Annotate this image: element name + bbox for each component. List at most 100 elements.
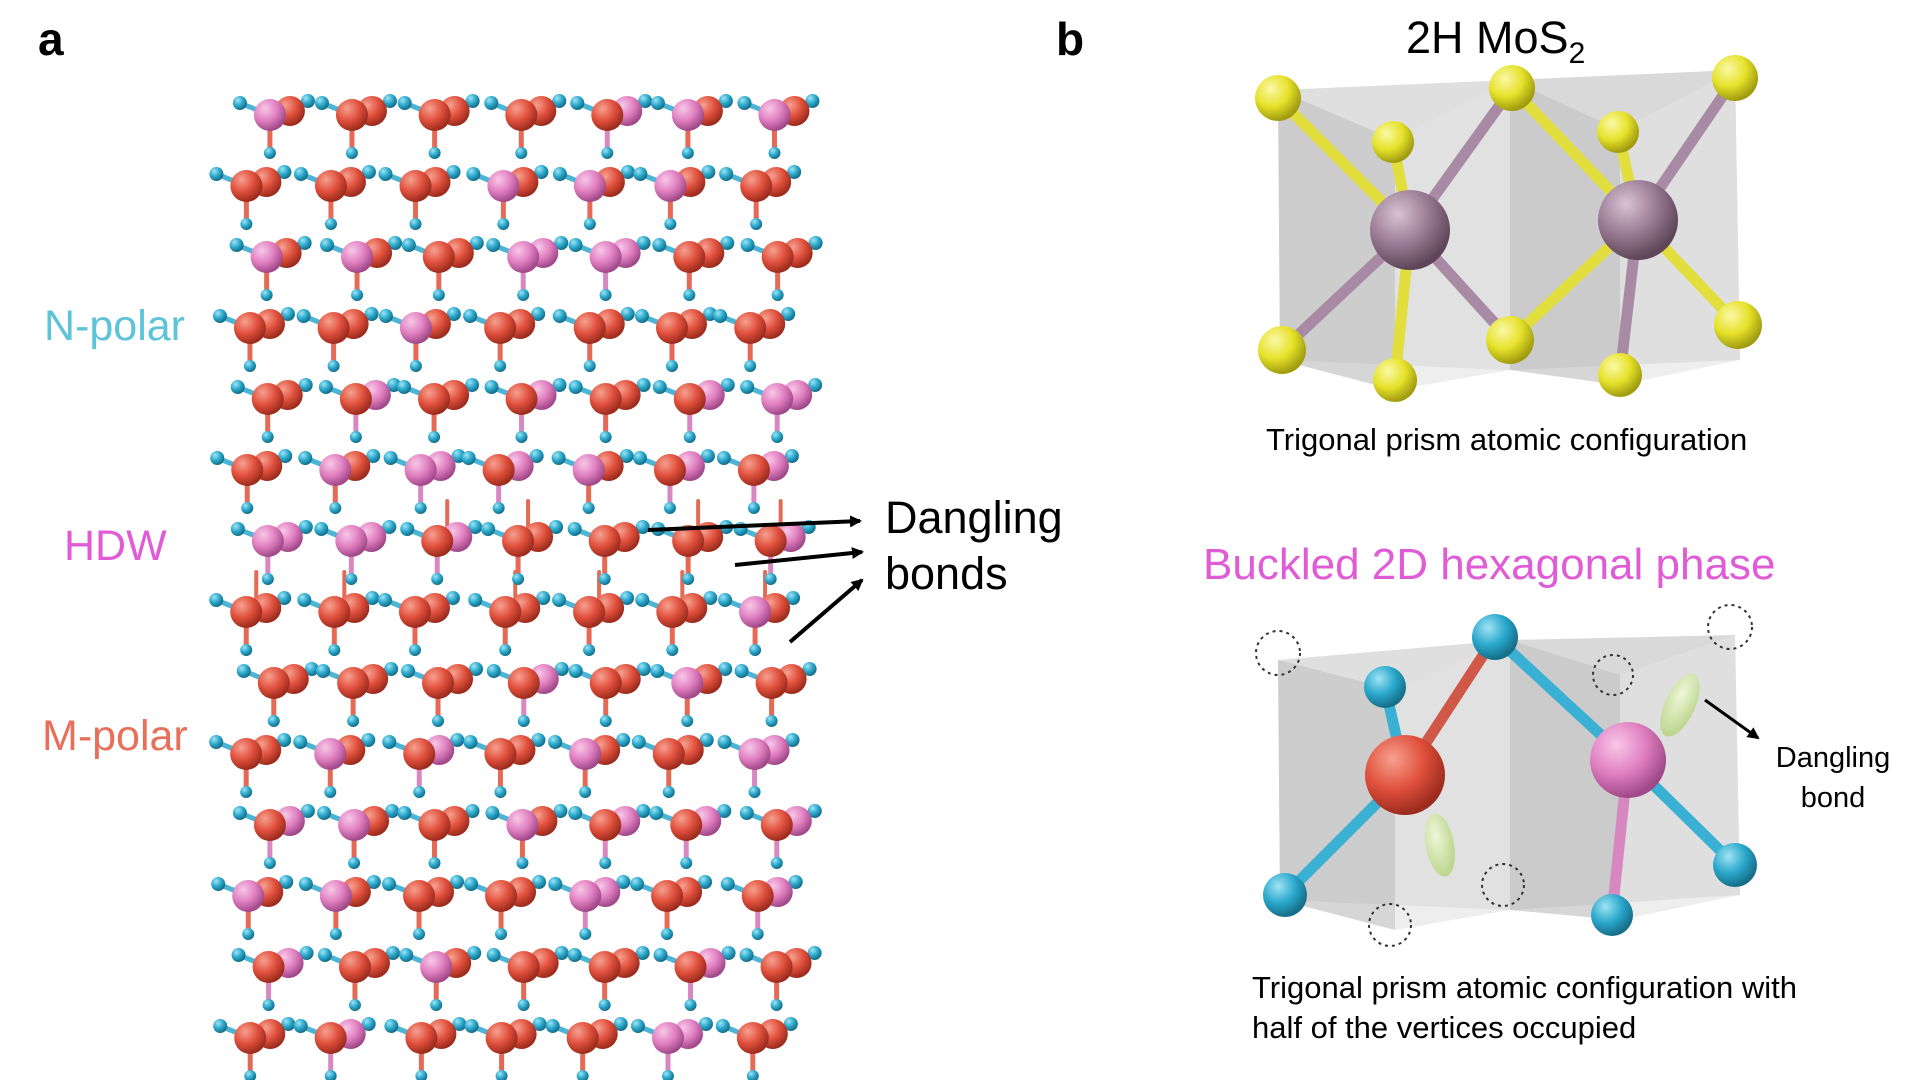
nitrogen-atom (492, 502, 505, 514)
empty-vertex (1592, 654, 1634, 696)
mos2-title: 2H MoS2 (1406, 12, 1585, 71)
nitrogen-atom (661, 1070, 674, 1080)
nitrogen-atom (450, 875, 465, 889)
nitrogen-atom (299, 946, 314, 960)
sulfur-atom (1597, 111, 1639, 153)
dangling-bonds-label: Dangling bonds (885, 492, 1063, 599)
sulfur-atom (1258, 326, 1306, 374)
nitrogen-atom (737, 96, 752, 110)
nitrogen-atom (486, 664, 501, 678)
nitrogen-atom (409, 218, 422, 230)
metal-atom (482, 454, 515, 486)
metal-atom (502, 525, 535, 557)
metal-atom (670, 809, 703, 841)
metal-atom (505, 99, 538, 131)
metal-atom (653, 454, 686, 486)
nitrogen-atom (703, 591, 718, 605)
nitrogen-atom (296, 309, 311, 323)
nitrogen-atom (515, 147, 528, 159)
nitrogen-atom (317, 806, 332, 820)
nitrogen-atom (231, 948, 246, 962)
nitrogen-atom (717, 735, 732, 749)
nitrogen-atom (365, 591, 380, 605)
bottom-caption: Trigonal prism atomic configuration with… (1252, 970, 1798, 1045)
nitrogen-atom (579, 786, 592, 798)
nitrogen-atom (808, 236, 823, 250)
nitrogen-atom (428, 857, 441, 869)
nitrogen-atom (495, 928, 508, 940)
metal-atom (755, 667, 788, 699)
nitrogen-atom (770, 857, 783, 869)
metal-atom (673, 383, 706, 415)
nitrogen-atom (515, 431, 528, 443)
metal-atom (673, 241, 706, 273)
metal-atom (399, 170, 432, 202)
nitrogen-atom (633, 167, 648, 181)
nitrogen-atom (749, 644, 762, 656)
nitrogen-atom (649, 806, 664, 820)
nitrogen-atom (1472, 614, 1518, 660)
nitrogen-atom (262, 999, 275, 1011)
nitrogen-atom (529, 449, 544, 463)
nitrogen-atom (568, 380, 583, 394)
nitrogen-atom (240, 218, 253, 230)
nitrogen-atom (209, 167, 224, 181)
metal-atom (335, 525, 368, 557)
metal-atom (740, 170, 773, 202)
panel-b-label: b (1056, 13, 1085, 65)
nitrogen-atom (784, 449, 799, 463)
nitrogen-atom (397, 96, 412, 110)
sulfur-atom (1255, 75, 1301, 121)
nitrogen-atom (465, 94, 480, 108)
nitrogen-atom (748, 786, 761, 798)
nitrogen-atom (701, 165, 716, 179)
nitrogen-atom (551, 451, 566, 465)
metal-atom (507, 241, 540, 273)
nitrogen-atom (635, 520, 650, 534)
nitrogen-atom (764, 573, 777, 585)
nitrogen-atom (408, 644, 421, 656)
nitrogen-atom (485, 806, 500, 820)
nitrogen-atom (260, 289, 273, 301)
nitrogen-atom (666, 644, 679, 656)
nitrogen-atom (484, 380, 499, 394)
nitrogen-atom (469, 662, 484, 676)
nitrogen-atom (314, 522, 329, 536)
metal-atom (651, 880, 684, 912)
metal-atom (507, 951, 540, 983)
metal-atom (231, 454, 264, 486)
nitrogen-atom (583, 644, 596, 656)
metal-atom (741, 880, 774, 912)
metal-atom (251, 525, 284, 557)
nitrogen-atom (787, 165, 802, 179)
dangling-lobe (1425, 813, 1455, 877)
m-polar-label: M-polar (42, 712, 188, 760)
metal-atom (734, 312, 767, 344)
nitrogen-atom (329, 928, 342, 940)
metal-atom (319, 454, 352, 486)
nitrogen-atom (721, 946, 736, 960)
prism-face (1620, 70, 1740, 385)
metal-atom (484, 312, 517, 344)
nitrogen-atom (517, 999, 530, 1011)
metal-atom (251, 383, 284, 415)
nitrogen-atom (494, 360, 507, 372)
nitrogen-atom (616, 875, 631, 889)
nitrogen-atom (409, 360, 422, 372)
mos2-title-subscript: 2 (1568, 37, 1586, 70)
metal-atom (591, 99, 624, 131)
nitrogen-atom (1364, 666, 1406, 708)
buckled-prism-diagram (1255, 604, 1760, 947)
nitrogen-atom (683, 431, 696, 443)
nitrogen-atom (746, 1070, 759, 1080)
nitrogen-atom (636, 378, 651, 392)
prism-face (1395, 640, 1510, 930)
nitrogen-atom (681, 715, 694, 727)
nitrogen-atom (324, 1070, 337, 1080)
nitrogen-atom (680, 857, 693, 869)
metal-atom (674, 951, 707, 983)
nitrogen-atom (445, 591, 460, 605)
nitrogen-atom (636, 236, 651, 250)
nitrogen-atom (582, 502, 595, 514)
nitrogen-atom (430, 999, 443, 1011)
